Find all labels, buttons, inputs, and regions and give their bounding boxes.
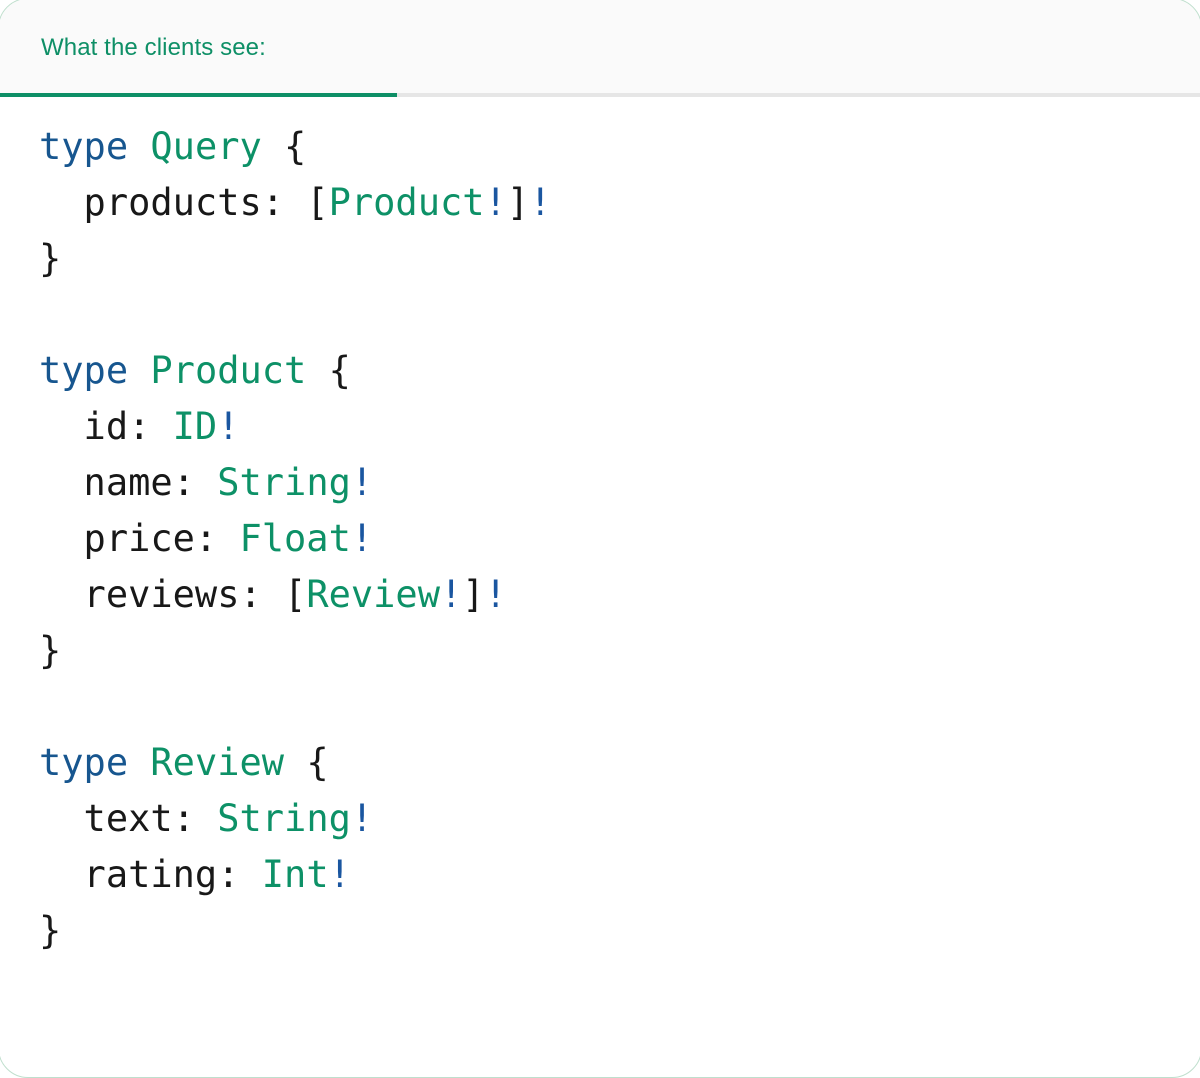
code-token: Product [150,349,307,392]
code-token: { [261,125,307,168]
code-token: ! [529,181,552,224]
tab-bar: What the clients see: [0,0,1200,97]
code-token: ! [350,797,374,840]
tab-bar-rule [0,93,1200,97]
code-token: type [39,349,129,392]
tab-label: What the clients see: [41,34,266,61]
code-token: ! [439,573,463,616]
code-token: Review [150,741,285,784]
code-token: text: [39,797,218,840]
code-token: id: [39,405,173,448]
code-token [128,125,150,168]
code-token: rating: [39,853,262,896]
code-token: type [39,741,129,784]
code-token: Float [239,517,351,560]
code-token: } [39,909,62,952]
code-token: ] [506,181,530,224]
code-token: products: [ [39,181,329,224]
code-token: } [39,629,62,672]
code-token: String [217,797,351,840]
code-token: ] [462,573,485,616]
code-token: reviews: [ [39,573,307,616]
code-token: Int [261,853,329,896]
tab-active-underline [0,93,397,97]
code-token: { [306,349,351,392]
code-token: ID [172,405,218,448]
code-token: name: [39,461,218,504]
code-token [128,741,150,784]
code-token: } [39,237,62,280]
code-token: { [284,741,329,784]
code-token: Product [328,181,485,224]
code-token: ! [217,405,240,448]
code-token: price: [39,517,240,560]
code-token: ! [350,461,374,504]
code-token [128,349,150,392]
code-token: ! [328,853,351,896]
code-token: ! [484,573,507,616]
code-token: String [217,461,351,504]
code-token: type [39,125,129,168]
code-token: Query [150,125,262,168]
code-token: ! [484,181,507,224]
code-token: Review [306,573,440,616]
code-panel: type Query { products: [Product!]! } typ… [0,97,1200,959]
tab-what-the-clients-see[interactable]: What the clients see: [0,0,357,97]
graphql-schema-code[interactable]: type Query { products: [Product!]! } typ… [0,119,1200,959]
code-token: ! [350,517,374,560]
